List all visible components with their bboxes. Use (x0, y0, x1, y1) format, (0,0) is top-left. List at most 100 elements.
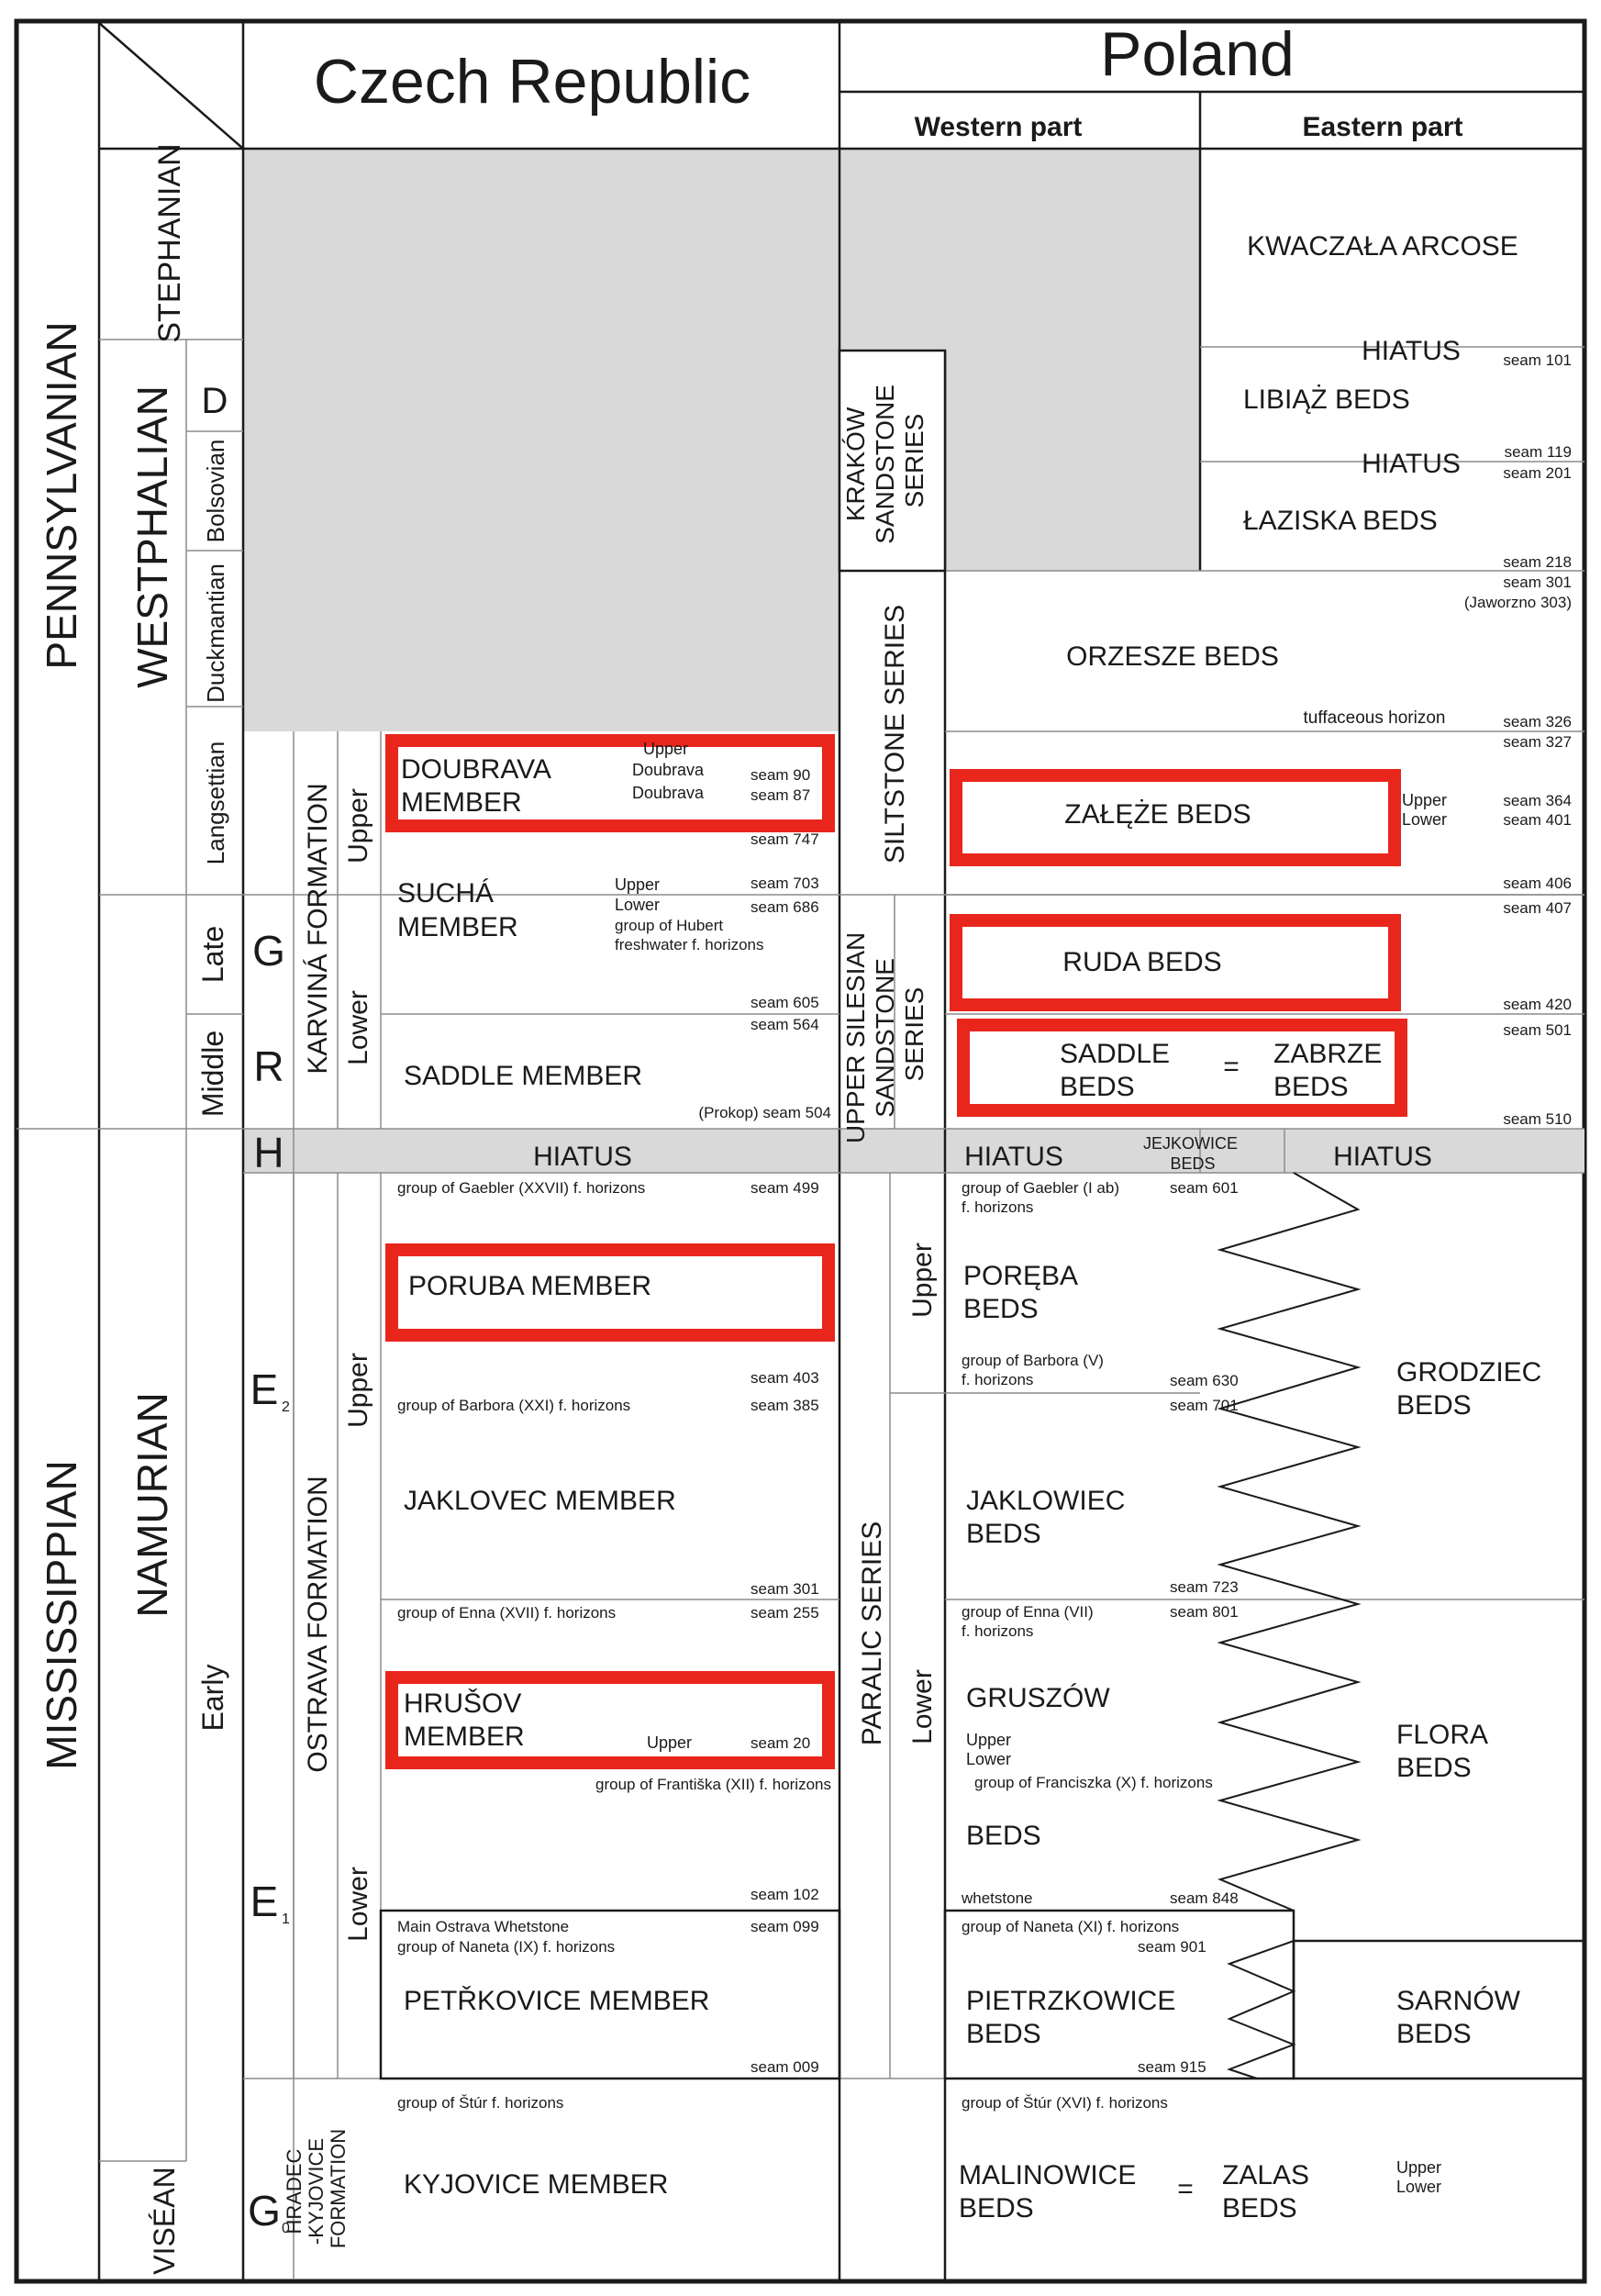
label-duckmantian: Duckmantian (202, 563, 229, 703)
west-seam-901: seam 901 (1138, 1938, 1206, 1956)
highlight-boxes (385, 734, 1407, 1769)
east-seam-401: seam 401 (1503, 811, 1572, 829)
zigzag-lower (1227, 1940, 1296, 2079)
west-enna: group of Enna (VII) f. horizons (962, 1603, 1097, 1640)
east-orzesze-beds: ORZESZE BEDS (1066, 641, 1279, 672)
west-gruszow-ul: Upper Lower (966, 1731, 1016, 1768)
east-laziska-beds: ŁAZISKA BEDS (1243, 506, 1438, 536)
west-franciszka: group of Franciszka (X) f. horizons (974, 1774, 1213, 1791)
west-seam-601: seam 601 (1170, 1179, 1239, 1197)
label-bolsovian: Bolsovian (202, 440, 229, 543)
czech-frantiska: group of Františka (XII) f. horizons (595, 1776, 831, 1793)
czech-seam-255: seam 255 (750, 1604, 819, 1622)
label-e2-sub: 2 (282, 1399, 290, 1415)
label-d: D (202, 381, 228, 421)
czech-doubrava-lower: Doubrava (632, 784, 705, 802)
czech-doubrava-member: DOUBRAVA MEMBER (401, 754, 558, 818)
thin-grid-lines (17, 339, 1584, 2279)
west-gaebler: group of Gaebler (I ab) f. horizons (962, 1179, 1124, 1216)
label-middle: Middle (196, 1031, 229, 1117)
label-r: R (253, 1042, 284, 1090)
czech-hubert: group of Hubert freshwater f. horizons (615, 917, 764, 953)
czech-gaebler: group of Gaebler (XXVII) f. horizons (397, 1179, 645, 1197)
east-zalas-ul: Upper Lower (1396, 2158, 1446, 2196)
czech-lower-2: Lower (343, 1867, 373, 1942)
czech-barbora: group of Barbora (XXI) f. horizons (397, 1397, 630, 1414)
zigzag-upper (1217, 1172, 1362, 1911)
czech-prokop: (Prokop) seam 504 (698, 1104, 831, 1121)
czech-ostrava-formation: OSTRAVA FORMATION (303, 1476, 333, 1772)
czech-seam-564: seam 564 (750, 1016, 819, 1033)
label-visean: VISÉAN (148, 2167, 181, 2274)
west-krakow-series: KRAKÓW SANDSTONE SERIES (841, 377, 928, 544)
east-libiaz-beds: LIBIĄŻ BEDS (1243, 385, 1410, 415)
east-hiatus-2: HIATUS (1362, 449, 1461, 479)
label-early: Early (196, 1665, 229, 1732)
east-seam-218: seam 218 (1503, 553, 1572, 571)
grey-area-czech (243, 149, 839, 731)
label-g0-sub: 0 (282, 2221, 290, 2236)
west-seam-723: seam 723 (1170, 1578, 1239, 1596)
czech-seam-385: seam 385 (750, 1397, 819, 1414)
czech-hiatus: HIATUS (533, 1142, 632, 1172)
label-pennsylvanian: PENNSYLVANIAN (38, 321, 85, 669)
west-pietrzkowice-beds: PIETRZKOWICE BEDS (966, 1986, 1184, 2049)
east-seam-420: seam 420 (1503, 996, 1572, 1013)
czech-lower-1: Lower (343, 990, 373, 1065)
label-g: G (252, 927, 285, 975)
czech-enna: group of Enna (XVII) f. horizons (397, 1604, 616, 1622)
czech-stur: group of Štúr f. horizons (397, 2094, 563, 2112)
east-seam-303: (Jaworzno 303) (1464, 594, 1572, 611)
czech-seam-686: seam 686 (750, 898, 819, 916)
east-sarnow-beds: SARNÓW BEDS (1396, 1986, 1528, 2049)
label-stephanian: STEPHANIAN (152, 143, 187, 342)
czech-seam-87: seam 87 (750, 786, 810, 804)
czech-doubrava-upper: Upper Doubrava (632, 740, 705, 779)
czech-seam-009: seam 009 (750, 2058, 819, 2076)
czech-sucha-ul: Upper Lower (615, 875, 664, 914)
east-seam-407: seam 407 (1503, 899, 1572, 917)
czech-seam-301: seam 301 (750, 1580, 819, 1598)
west-eq-2: = (1177, 2174, 1194, 2204)
east-seam-327: seam 327 (1503, 733, 1572, 751)
east-grodziec-beds: GRODZIEC BEDS (1396, 1357, 1550, 1421)
header-poland: Poland (1100, 19, 1295, 89)
west-jejkowice-beds: JEJKOWICE BEDS (1143, 1134, 1242, 1173)
czech-upper-1: Upper (343, 788, 373, 864)
west-paralic-series: PARALIC SERIES (857, 1521, 887, 1746)
czech-petrkovice-member: PETŘKOVICE MEMBER (404, 1986, 709, 2016)
label-late: Late (196, 926, 229, 983)
west-siltstone-series: SILTSTONE SERIES (880, 605, 910, 864)
west-poreba-beds: PORĘBA BEDS (963, 1261, 1084, 1324)
czech-hrusov-member: HRUŠOV MEMBER (404, 1688, 529, 1752)
west-hiatus: HIATUS (964, 1142, 1063, 1172)
grey-area-west (839, 149, 1200, 351)
west-zabrze-beds: ZABRZE BEDS (1273, 1039, 1390, 1102)
west-beds: BEDS (966, 1821, 1041, 1851)
label-namurian: NAMURIAN (128, 1392, 176, 1617)
header-western: Western part (915, 112, 1083, 142)
czech-kyjovice-member: KYJOVICE MEMBER (404, 2169, 668, 2200)
czech-jaklovec-member: JAKLOVEC MEMBER (404, 1486, 676, 1516)
label-e1-sub: 1 (282, 1911, 290, 1927)
west-upper: Upper (907, 1243, 938, 1318)
czech-seam-403: seam 403 (750, 1369, 819, 1387)
czech-seam-20: seam 20 (750, 1734, 810, 1752)
unit-boxes (379, 349, 1586, 2080)
header-czech: Czech Republic (314, 47, 750, 117)
czech-seam-703: seam 703 (750, 875, 819, 892)
label-mississippian: MISSISSIPPIAN (38, 1460, 85, 1769)
hiatus-band (243, 1129, 1584, 1173)
east-seam-326: seam 326 (1503, 713, 1572, 730)
west-zalas-beds: ZALAS BEDS (1222, 2160, 1317, 2224)
west-seam-801: seam 801 (1170, 1603, 1239, 1621)
east-flora-beds: FLORA BEDS (1396, 1720, 1495, 1783)
west-saddle-beds: SADDLE BEDS (1060, 1039, 1177, 1102)
east-seam-501: seam 501 (1503, 1021, 1572, 1039)
header-eastern: Eastern part (1302, 112, 1462, 142)
east-zaleze-ul: Upper Lower (1402, 791, 1451, 829)
label-e1: E (250, 1878, 279, 1925)
label-westphalian: WESTPHALIAN (128, 385, 176, 688)
czech-karvina-formation: KARVINÁ FORMATION (303, 783, 333, 1074)
